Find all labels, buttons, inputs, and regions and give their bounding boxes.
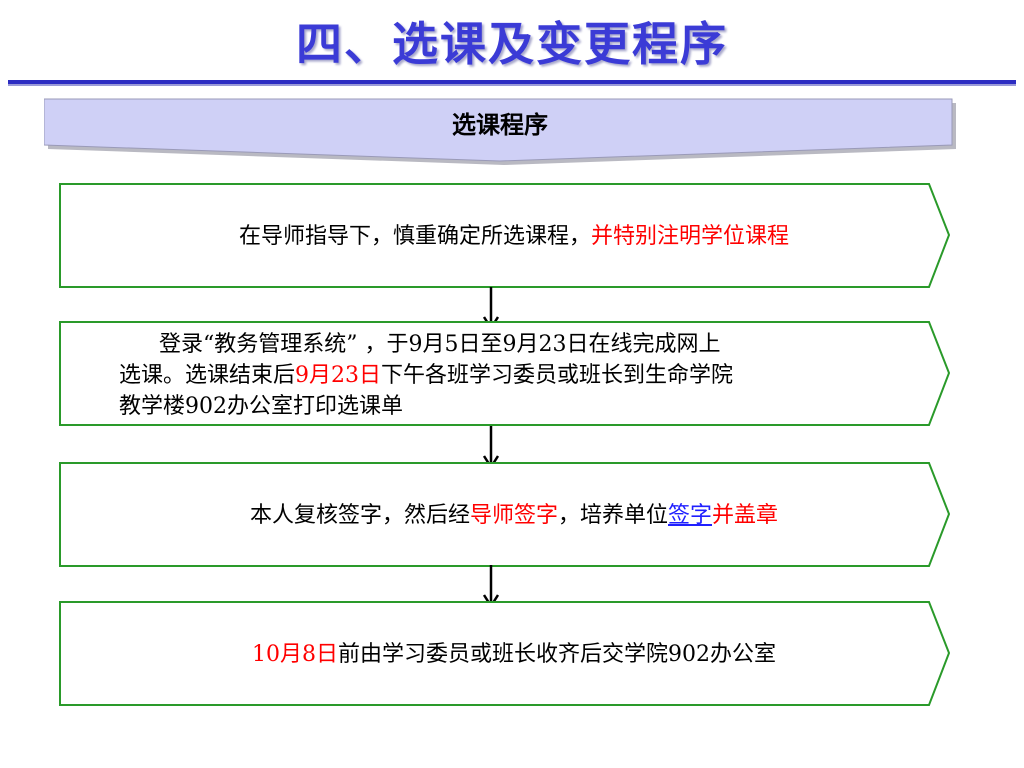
step-2-line-2: 选课。选课结束后9月23日下午各班学习委员或班长到生命学院 <box>119 360 909 391</box>
title-divider <box>8 80 1016 86</box>
step-1: 在导师指导下，慎重确定所选课程，并特别注明学位课程 <box>59 183 951 289</box>
step-1-text-main: 在导师指导下，慎重确定所选课程， <box>238 223 591 249</box>
step-2-line-1: 登录“教务管理系统” ，于9月5日至9月23日在线完成网上 <box>119 329 909 360</box>
step-2-date-highlight: 9月23日 <box>295 363 382 388</box>
step-4-date-highlight: 10月8日 <box>252 641 338 667</box>
section-banner: 选课程序 <box>44 95 956 167</box>
step-1-text-highlight: 并特别注明学位课程 <box>591 223 790 249</box>
step-4: 10月8日前由学习委员或班长收齐后交学院902办公室 <box>59 601 951 707</box>
step-2-line-2-post: 下午各班学习委员或班长到生命学院 <box>381 363 734 388</box>
step-2-line-2-pre: 选课。选课结束后 <box>119 363 296 388</box>
banner-shape <box>44 98 956 165</box>
step-3-shape <box>59 462 951 567</box>
step-2: 登录“教务管理系统” ，于9月5日至9月23日在线完成网上 选课。选课结束后9月… <box>59 321 951 427</box>
step-3-part-1: 本人复核签字，然后经 <box>249 502 470 528</box>
step-2-shape <box>59 321 951 426</box>
step-3-sign-link[interactable]: 签字 <box>668 502 713 528</box>
step-2-line-3-text: 教学楼902办公室打印选课单 <box>119 394 403 419</box>
step-2-line-3: 教学楼902办公室打印选课单 <box>119 391 909 422</box>
step-1-text: 在导师指导下，慎重确定所选课程，并特别注明学位课程 <box>119 183 909 289</box>
step-4-shape <box>59 601 951 706</box>
step-3-advisor-sign-highlight: 导师签字 <box>469 502 558 528</box>
step-2-text: 登录“教务管理系统” ，于9月5日至9月23日在线完成网上 选课。选课结束后9月… <box>119 321 909 435</box>
step-4-rest: 前由学习委员或班长收齐后交学院902办公室 <box>338 641 776 667</box>
step-3: 本人复核签字，然后经导师签字，培养单位签字并盖章 <box>59 462 951 568</box>
step-3-part-3: ，培养单位 <box>557 502 668 528</box>
page-title: 四、选课及变更程序 <box>296 17 728 71</box>
step-1-shape <box>59 183 951 288</box>
step-3-text: 本人复核签字，然后经导师签字，培养单位签字并盖章 <box>119 462 909 568</box>
step-4-text: 10月8日前由学习委员或班长收齐后交学院902办公室 <box>119 601 909 707</box>
step-3-seal-highlight: 并盖章 <box>712 502 779 528</box>
step-2-line-1-text: 登录“教务管理系统” ，于9月5日至9月23日在线完成网上 <box>159 332 721 357</box>
banner-label: 选课程序 <box>452 110 548 139</box>
